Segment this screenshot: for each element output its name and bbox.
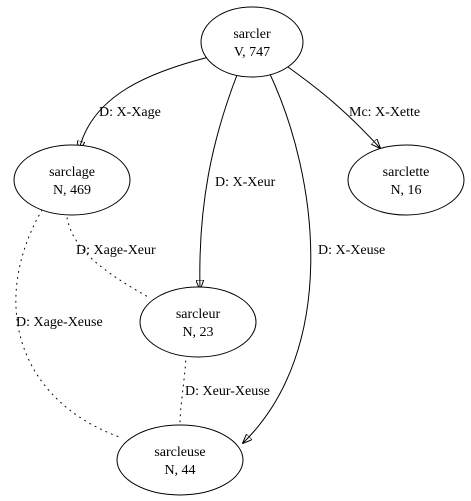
edge-label-sarcler-sarclage: D: X-Xage xyxy=(99,105,161,120)
node-word-sarclette: sarclette xyxy=(383,165,430,180)
edge-line-sarcler-sarcleur xyxy=(200,74,238,289)
node-sarclage: sarclage N, 469 xyxy=(13,144,131,216)
edge-sarcler-sarcleuse: D: X-Xeuse xyxy=(243,71,385,443)
edge-label-sarclage-sarcleuse: D: Xage-Xeuse xyxy=(16,315,103,330)
edge-line-sarcler-sarclette xyxy=(287,66,380,148)
edge-line-sarclage-sarcleuse xyxy=(15,209,123,439)
node-word-sarcleuse: sarcleuse xyxy=(154,445,205,460)
edge-line-sarcler-sarcleuse xyxy=(243,71,312,443)
edge-label-sarcler-sarcleuse: D: X-Xeuse xyxy=(318,243,385,258)
node-info-sarcleuse: N, 44 xyxy=(164,463,195,478)
edge-sarclage-sarcleur: D: Xage-Xeur xyxy=(65,211,156,299)
node-shape-sarcleuse xyxy=(116,424,244,496)
edge-sarcler-sarclette: Mc: X-Xette xyxy=(287,66,420,148)
edge-sarcler-sarclage: D: X-Xage xyxy=(79,56,210,150)
edge-label-sarcleur-sarcleuse: D: Xeur-Xeuse xyxy=(185,384,270,399)
node-info-sarclage: N, 469 xyxy=(53,183,91,198)
node-sarclette: sarclette N, 16 xyxy=(347,144,465,216)
edge-line-sarclage-sarcleur xyxy=(65,211,151,299)
edge-line-sarcler-sarclage xyxy=(79,56,210,150)
node-sarcleuse: sarcleuse N, 44 xyxy=(116,424,244,496)
node-info-sarcler: V, 747 xyxy=(234,45,270,60)
node-shape-sarclage xyxy=(13,144,131,216)
edge-sarclage-sarcleuse: D: Xage-Xeuse xyxy=(15,209,123,439)
edge-label-sarcler-sarclette: Mc: X-Xette xyxy=(349,105,420,120)
node-word-sarclage: sarclage xyxy=(49,165,95,180)
node-shape-sarcler xyxy=(200,6,304,78)
node-info-sarclette: N, 16 xyxy=(390,183,421,198)
node-sarcleur: sarcleur N, 23 xyxy=(139,286,257,358)
node-shape-sarcleur xyxy=(139,286,257,358)
edge-label-sarclage-sarcleur: D: Xage-Xeur xyxy=(76,243,156,258)
edge-sarcler-sarcleur: D: X-Xeur xyxy=(200,74,276,289)
node-word-sarcleur: sarcleur xyxy=(176,307,221,322)
node-info-sarcleur: N, 23 xyxy=(182,325,213,340)
edge-sarcleur-sarcleuse: D: Xeur-Xeuse xyxy=(179,354,270,426)
node-shape-sarclette xyxy=(347,144,465,216)
node-word-sarcler: sarcler xyxy=(233,27,271,42)
edge-line-sarcleur-sarcleuse xyxy=(179,354,187,426)
edge-label-sarcler-sarcleur: D: X-Xeur xyxy=(215,175,276,190)
node-sarcler: sarcler V, 747 xyxy=(200,6,304,78)
